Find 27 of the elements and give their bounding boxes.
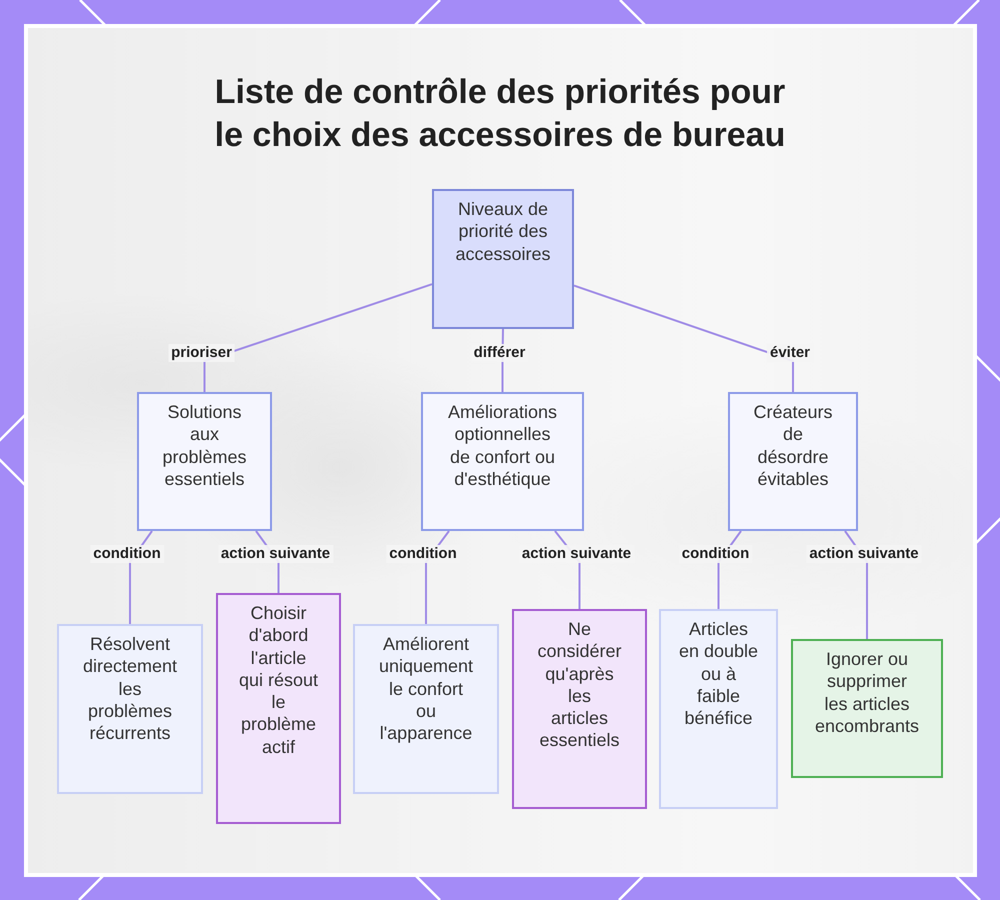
action-box (216, 593, 341, 824)
category-box (137, 392, 272, 531)
title: Liste de contrôle des priorités pour le choix des accessoires de bureau (214, 72, 786, 156)
node-text: Créateurs de désordre évitables (752, 401, 834, 490)
category-box (728, 392, 858, 531)
node-text: Améliorations optionnelles de confort ou d'esthétique (446, 401, 558, 490)
root-box (432, 189, 574, 329)
condition-box (57, 624, 203, 794)
edge-label: condition (90, 545, 164, 563)
node-text: Niveaux de priorité des accessoires (454, 198, 552, 265)
node-text: Résolvent directement les problèmes récurrents (82, 633, 178, 744)
node-text: Choisir d'abord l'article qui résout le problème actif (238, 602, 320, 758)
edge-label: action suivante (218, 545, 334, 563)
condition-box (659, 609, 778, 809)
action-box (791, 639, 943, 778)
node-text: Solutions aux problèmes essentiels (161, 401, 248, 490)
condition-box (353, 624, 499, 794)
node-text: Articles en double ou à faible bénéfice (678, 618, 759, 730)
node-text: Ne considérer qu'après les articles essentiels (537, 618, 622, 752)
connector-line (204, 283, 432, 392)
connector-line (574, 284, 794, 392)
action-box (512, 609, 647, 809)
node-text: Ignorer ou supprimer les articles encombrants (814, 648, 920, 738)
node-text: Améliorent uniquement le confort ou l'apparence (378, 633, 474, 744)
edge-label: action suivante (806, 545, 922, 563)
category-box (421, 392, 584, 531)
edge-label: prioriser (168, 344, 235, 362)
